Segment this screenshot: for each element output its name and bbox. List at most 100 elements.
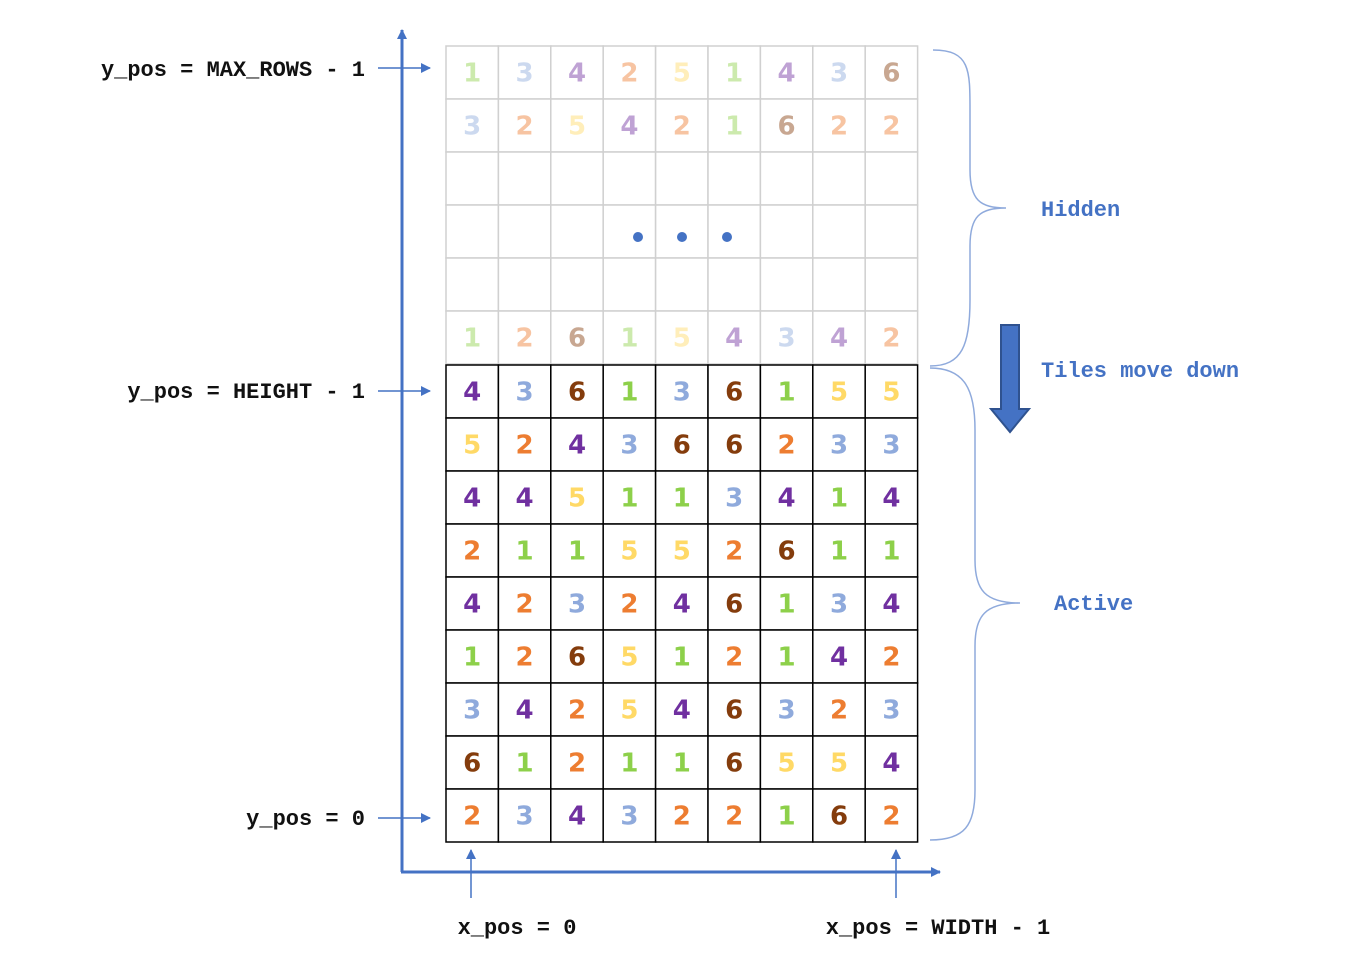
- active-cell: [602, 682, 657, 737]
- active-tile-value: 5: [673, 537, 691, 567]
- hidden-cell: [654, 98, 709, 153]
- active-tile-value: 4: [463, 484, 481, 514]
- y-max-label: y_pos = MAX_ROWS - 1: [101, 58, 365, 83]
- hidden-tile-value: 2: [882, 112, 900, 142]
- active-cell: [497, 629, 552, 684]
- hidden-cell: [602, 151, 657, 206]
- active-tile-value: 3: [882, 696, 900, 726]
- hidden-cell: [497, 151, 552, 206]
- active-tile-value: 1: [778, 378, 796, 408]
- x-zero-label: x_pos = 0: [458, 916, 577, 941]
- active-tile-value: 4: [463, 590, 481, 620]
- hidden-tile-value: 4: [830, 324, 848, 354]
- active-cell: [812, 788, 866, 843]
- hidden-tile-value: 6: [778, 112, 796, 142]
- hidden-cell: [654, 257, 709, 312]
- active-tile-value: 2: [568, 749, 586, 779]
- active-tile-value: 3: [568, 590, 586, 620]
- hidden-tile-value: 1: [725, 59, 743, 89]
- hidden-tile-value: 6: [882, 59, 900, 89]
- hidden-cell: [759, 310, 814, 365]
- active-tile-value: 1: [673, 484, 691, 514]
- active-cell: [707, 682, 762, 737]
- active-tile-value: 4: [568, 431, 586, 461]
- active-tile-value: 1: [620, 749, 638, 779]
- hidden-cell: [550, 310, 604, 365]
- active-tile-value: 4: [778, 484, 796, 514]
- hidden-cell: [812, 151, 866, 206]
- hidden-tile-value: 2: [673, 112, 691, 142]
- hidden-tile-value: 3: [463, 112, 481, 142]
- active-cell: [550, 629, 604, 684]
- active-tile-value: 5: [620, 696, 638, 726]
- active-tile-value: 4: [568, 802, 586, 832]
- active-cell: [707, 735, 762, 790]
- active-cell: [445, 417, 500, 472]
- tiles-move-down-label: Tiles move down: [1041, 359, 1239, 384]
- hidden-tile-value: 4: [778, 59, 796, 89]
- hidden-brace: [929, 49, 1007, 367]
- active-cell: [759, 735, 814, 790]
- active-cell: [497, 470, 552, 525]
- active-tile-value: 4: [673, 696, 691, 726]
- active-tile-value: 2: [620, 590, 638, 620]
- active-cell: [550, 576, 604, 631]
- active-tile-value: 5: [568, 484, 586, 514]
- active-cell: [602, 629, 657, 684]
- active-cell: [602, 576, 657, 631]
- active-cell: [707, 417, 762, 472]
- active-tile-value: 4: [882, 590, 900, 620]
- hidden-cell: [707, 151, 762, 206]
- active-cell: [864, 682, 919, 737]
- active-tile-value: 2: [673, 802, 691, 832]
- hidden-tile-value: 2: [882, 324, 900, 354]
- hidden-tile-value: 4: [725, 324, 743, 354]
- active-tile-value: 3: [620, 802, 638, 832]
- x-width-label: x_pos = WIDTH - 1: [826, 916, 1050, 941]
- active-cell: [654, 629, 709, 684]
- hidden-cell: [497, 204, 552, 259]
- active-tile-value: 4: [673, 590, 691, 620]
- active-cell: [445, 364, 500, 419]
- active-brace: [929, 367, 1021, 841]
- active-tile-value: 6: [778, 537, 796, 567]
- hidden-cell: [654, 204, 709, 259]
- active-cell: [759, 576, 814, 631]
- y-height-label: y_pos = HEIGHT - 1: [127, 380, 365, 405]
- active-tile-value: 2: [882, 643, 900, 673]
- ellipsis-dots: [633, 232, 732, 242]
- active-cell: [812, 735, 866, 790]
- active-tile-value: 1: [830, 484, 848, 514]
- active-cell: [550, 788, 604, 843]
- active-tile-value: 1: [620, 484, 638, 514]
- hidden-cell: [550, 98, 604, 153]
- active-tile-value: 3: [516, 378, 534, 408]
- active-cell: [550, 470, 604, 525]
- active-tile-value: 5: [778, 749, 796, 779]
- active-tile-value: 1: [778, 643, 796, 673]
- active-cell: [654, 788, 709, 843]
- active-tile-value: 2: [568, 696, 586, 726]
- active-tile-value: 1: [463, 643, 481, 673]
- hidden-cell: [864, 151, 919, 206]
- hidden-cell: [497, 45, 552, 100]
- active-cell: [654, 735, 709, 790]
- hidden-tile-value: 1: [463, 324, 481, 354]
- active-tile-value: 3: [516, 802, 534, 832]
- hidden-label: Hidden: [1041, 198, 1120, 223]
- active-tile-value: 6: [463, 749, 481, 779]
- active-tile-value: 5: [620, 643, 638, 673]
- hidden-tile-value: 2: [516, 324, 534, 354]
- hidden-cell: [759, 151, 814, 206]
- hidden-cell: [445, 204, 500, 259]
- active-cell: [759, 629, 814, 684]
- hidden-cell: [654, 310, 709, 365]
- active-tile-value: 6: [725, 696, 743, 726]
- active-label: Active: [1054, 592, 1133, 617]
- hidden-cell: [550, 151, 604, 206]
- active-tile-value: 2: [463, 802, 481, 832]
- active-tile-value: 2: [830, 696, 848, 726]
- hidden-tile-value: 3: [830, 59, 848, 89]
- hidden-cell: [602, 310, 657, 365]
